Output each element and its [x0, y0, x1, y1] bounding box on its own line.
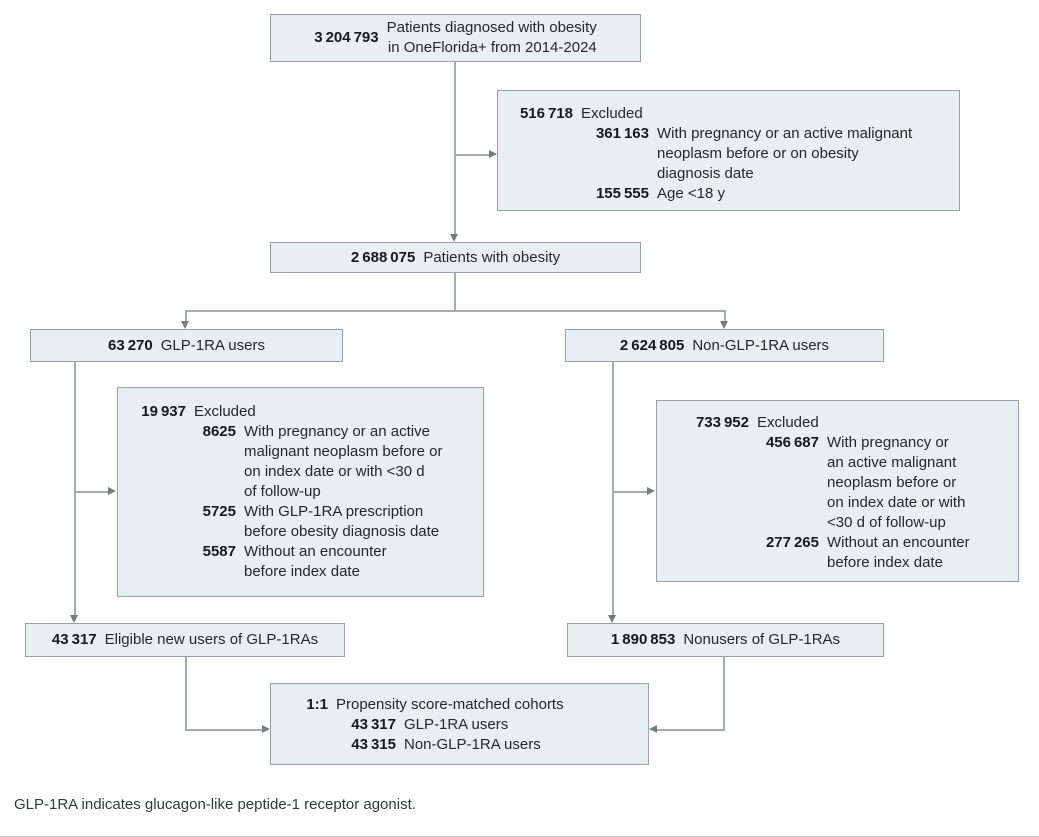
- eligible-count: 43 317: [51, 631, 97, 648]
- connector-right-stem: [612, 362, 614, 616]
- patients-diagnosed-label: Patients diagnosed with obesity in OneFl…: [386, 19, 597, 56]
- excluded-left-item-count: 5725: [202, 503, 236, 520]
- arrowhead-excluded-right-icon: [647, 487, 655, 495]
- excluded-top-item-count: 155 555: [595, 185, 649, 202]
- box-patients-diagnosed: 3 204 793 Patients diagnosed with obesit…: [270, 14, 641, 62]
- excluded-left-count: 19 937: [141, 403, 186, 420]
- connector-branch-split: [185, 310, 725, 312]
- box-eligible-new-users: 43 317 Eligible new users of GLP-1RAs: [25, 623, 345, 657]
- nonusers-count: 1 890 853: [610, 631, 676, 648]
- connector-eligible-down: [185, 657, 187, 731]
- arrowhead-eligible-icon: [70, 615, 78, 623]
- connector-to-excluded-right: [612, 491, 647, 493]
- glp1-users-label: GLP-1RA users: [160, 336, 265, 354]
- connector-obesity-stem: [454, 273, 456, 310]
- box-excluded-left: 19 937 Excluded 8625 With pregnancy or a…: [117, 387, 484, 597]
- patients-diagnosed-count: 3 204 793: [314, 29, 379, 46]
- arrowhead-excluded-top-icon: [489, 150, 497, 158]
- excluded-left-item-count: 8625: [202, 423, 236, 440]
- matched-nonglp1-label: Non-GLP-1RA users: [404, 736, 541, 753]
- excluded-right-item-count: 277 265: [765, 534, 819, 551]
- connector-to-excluded-top: [455, 154, 489, 156]
- excluded-right-label: Excluded: [757, 414, 819, 431]
- box-excluded-top: 516 718 Excluded 361 163 With pregnancy …: [497, 90, 960, 211]
- glp1-users-count: 63 270: [108, 336, 153, 354]
- excluded-left-label: Excluded: [194, 403, 256, 420]
- matched-glp1-label: GLP-1RA users: [404, 716, 509, 733]
- excluded-right-item-label: Without an encounter before index date: [827, 534, 970, 571]
- arrowhead-matched-left-icon: [262, 725, 270, 733]
- excluded-right-item-count: 456 687: [765, 434, 819, 451]
- matched-label: Propensity score-matched cohorts: [336, 696, 564, 713]
- matched-nonglp1-count: 43 315: [351, 736, 396, 753]
- arrowhead-obesity-icon: [450, 234, 458, 242]
- arrowhead-matched-right-icon: [649, 725, 657, 733]
- connector-to-excluded-left: [74, 491, 108, 493]
- box-nonusers: 1 890 853 Nonusers of GLP-1RAs: [567, 623, 884, 657]
- connector-nonusers-down: [723, 657, 725, 731]
- excluded-top-item-label: With pregnancy or an active malignant ne…: [657, 125, 913, 182]
- matched-ratio: 1:1: [306, 696, 328, 713]
- box-glp1-users: 63 270 GLP-1RA users: [30, 329, 343, 362]
- nonusers-label: Nonusers of GLP-1RAs: [683, 631, 841, 648]
- excluded-top-item-label: Age <18 y: [657, 185, 725, 202]
- matched-glp1-count: 43 317: [351, 716, 396, 733]
- excluded-right-item-label: With pregnancy or an active malignant ne…: [827, 434, 966, 531]
- excluded-left-item-label: With pregnancy or an active malignant ne…: [244, 423, 443, 500]
- excluded-top-label: Excluded: [581, 105, 643, 122]
- connector-left-stem: [74, 362, 76, 616]
- box-patients-obesity: 2 688 075 Patients with obesity: [270, 242, 641, 273]
- arrowhead-nonusers-icon: [608, 615, 616, 623]
- figure-footnote: GLP-1RA indicates glucagon-like peptide-…: [14, 796, 416, 813]
- excluded-left-item-label: Without an encounter before index date: [244, 543, 387, 580]
- connector-nonusers-to-matched: [657, 729, 724, 731]
- nonglp1-users-label: Non-GLP-1RA users: [692, 336, 830, 354]
- excluded-left-item-count: 5587: [202, 543, 236, 560]
- excluded-right-count: 733 952: [695, 414, 749, 431]
- box-matched-cohorts: 1:1 Propensity score-matched cohorts 43 …: [270, 683, 649, 765]
- box-nonglp1-users: 2 624 805 Non-GLP-1RA users: [565, 329, 884, 362]
- box-excluded-right: 733 952 Excluded 456 687 With pregnancy …: [656, 400, 1019, 582]
- excluded-left-item-label: With GLP-1RA prescription before obesity…: [244, 503, 440, 540]
- patients-obesity-label: Patients with obesity: [423, 248, 561, 266]
- excluded-top-item-count: 361 163: [595, 125, 649, 142]
- excluded-top-count: 516 718: [519, 105, 573, 122]
- connector-branch-right: [724, 310, 726, 322]
- connector-branch-left: [185, 310, 187, 322]
- connector-eligible-to-matched: [185, 729, 262, 731]
- nonglp1-users-count: 2 624 805: [619, 336, 685, 354]
- arrowhead-excluded-left-icon: [108, 487, 116, 495]
- patients-obesity-count: 2 688 075: [350, 248, 416, 266]
- eligible-label: Eligible new users of GLP-1RAs: [104, 631, 319, 648]
- arrowhead-glp1-users-icon: [181, 321, 189, 329]
- arrowhead-nonglp1-users-icon: [720, 321, 728, 329]
- connector-top-to-obesity: [454, 62, 456, 235]
